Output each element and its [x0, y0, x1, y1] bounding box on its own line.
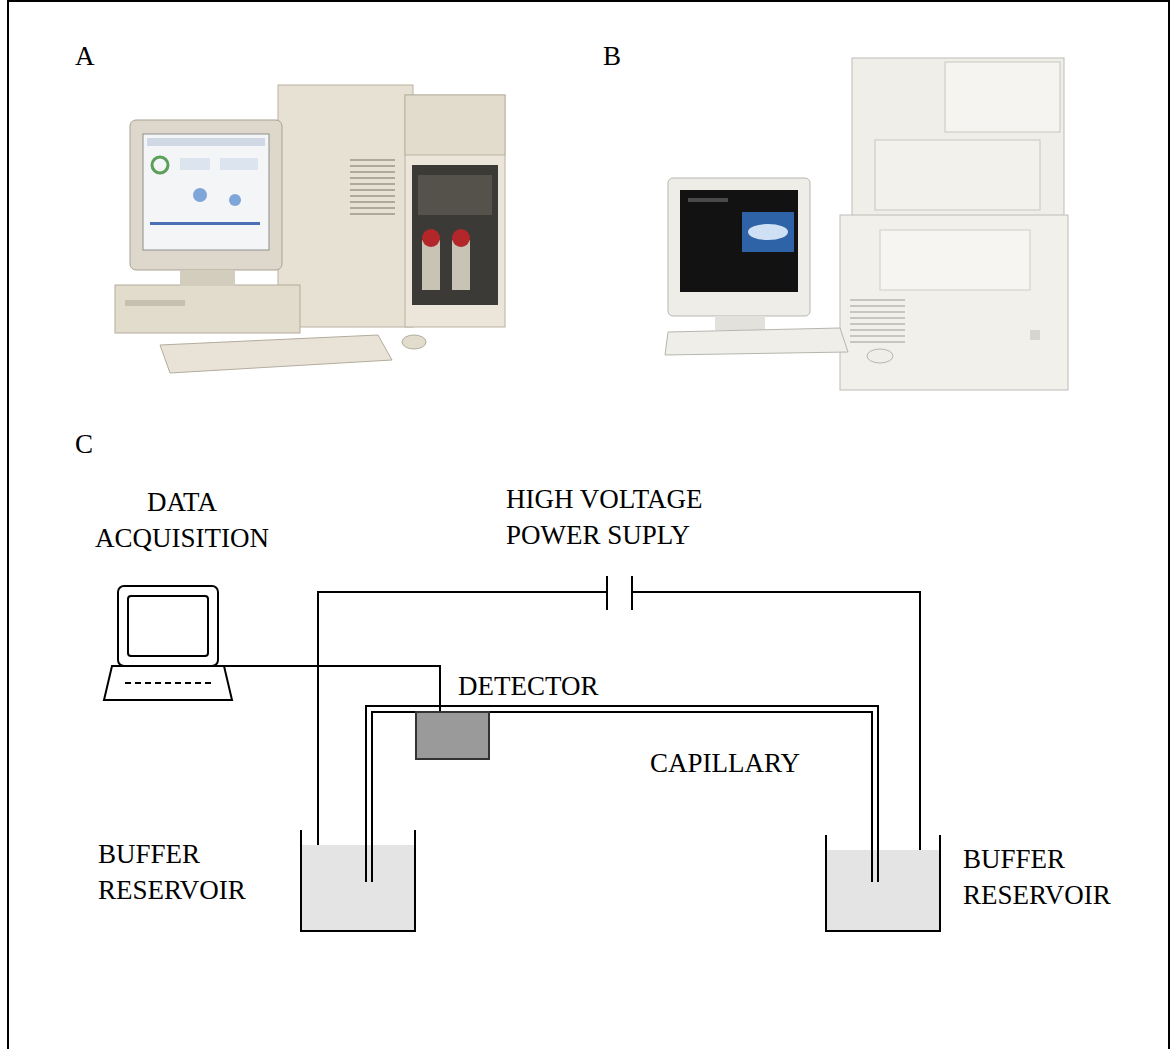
component-label: DETECTOR [458, 668, 658, 704]
component-label: BUFFER RESERVOIR [963, 841, 1163, 913]
panel-letter: A [75, 38, 135, 74]
component-label: BUFFER RESERVOIR [98, 836, 298, 908]
panel-letter: C [75, 426, 135, 462]
panel-letter: B [603, 38, 663, 74]
instrument-photo-a [115, 85, 505, 373]
component-label: DATA ACQUISITION [66, 484, 298, 556]
frame [8, 1, 1169, 1049]
component-label: HIGH VOLTAGE POWER SUPLY [506, 481, 776, 553]
instrument-photo-b [665, 58, 1068, 390]
component-label: CAPILLARY [650, 745, 870, 781]
